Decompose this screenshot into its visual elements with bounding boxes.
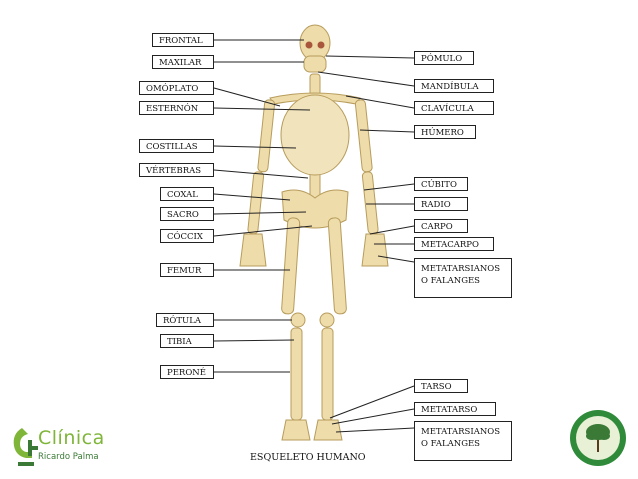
right-hand-shape bbox=[361, 233, 389, 267]
label-radio: RADIO bbox=[414, 197, 468, 211]
left-tibia-shape bbox=[290, 327, 303, 421]
diagram-caption: ESQUELETO HUMANO bbox=[250, 452, 366, 463]
label-coxal: COXAL bbox=[160, 187, 214, 201]
label-carpo: CARPO bbox=[414, 219, 468, 233]
right-femur-shape bbox=[327, 217, 347, 315]
label-frontal: FRONTAL bbox=[152, 33, 214, 47]
brand-name: Clínica bbox=[38, 427, 105, 449]
left-femur-shape bbox=[281, 217, 301, 315]
cross-icon bbox=[28, 440, 38, 456]
label-pomulo: PÓMULO bbox=[414, 51, 474, 65]
jaw-shape bbox=[303, 55, 327, 73]
right-forearm-shape bbox=[361, 171, 379, 235]
right-humerus-shape bbox=[354, 99, 373, 173]
label-tarso: TARSO bbox=[414, 379, 468, 393]
right-eye-socket bbox=[317, 41, 325, 49]
label-coccix: CÓCCIX bbox=[160, 229, 214, 243]
label-maxilar: MAXILAR bbox=[152, 55, 214, 69]
right-foot-shape bbox=[313, 419, 343, 441]
label-esternon: ESTERNÓN bbox=[139, 101, 214, 115]
logo-mark-icon bbox=[13, 428, 32, 458]
label-metatarso: METATARSO bbox=[414, 402, 496, 416]
label-metatarsianos-falanges-foot: METATARSIANOS O FALANGES bbox=[414, 421, 512, 461]
label-costillas: COSTILLAS bbox=[139, 139, 214, 153]
label-clavicula: CLAVÍCULA bbox=[414, 101, 494, 115]
label-femur: FEMUR bbox=[160, 263, 214, 277]
label-metacarpo: METACARPO bbox=[414, 237, 494, 251]
label-metatarsianos-falanges-hand: METATARSIANOS O FALANGES bbox=[414, 258, 512, 298]
left-forearm-shape bbox=[247, 171, 265, 235]
left-humerus-shape bbox=[257, 99, 276, 173]
label-mandibula: MANDÍBULA bbox=[414, 79, 494, 93]
label-rotula: RÓTULA bbox=[156, 313, 214, 327]
label-cubito: CÚBITO bbox=[414, 177, 468, 191]
right-patella-shape bbox=[319, 312, 335, 328]
label-omoplato: OMÓPLATO bbox=[139, 81, 214, 95]
label-humero: HÚMERO bbox=[414, 125, 476, 139]
university-seal-icon bbox=[570, 410, 626, 466]
ribcage-shape bbox=[280, 94, 350, 176]
label-vertebras: VÉRTEBRAS bbox=[139, 163, 214, 177]
label-tibia: TIBIA bbox=[160, 334, 214, 348]
label-perone: PERONÉ bbox=[160, 365, 214, 379]
left-patella-shape bbox=[290, 312, 306, 328]
leader-lines bbox=[213, 39, 415, 433]
brand-subtitle: Ricardo Palma bbox=[38, 452, 99, 462]
right-tibia-shape bbox=[321, 327, 334, 421]
label-sacro: SACRO bbox=[160, 207, 214, 221]
clinic-logo bbox=[13, 428, 38, 466]
left-hand-shape bbox=[239, 233, 267, 267]
left-eye-socket bbox=[305, 41, 313, 49]
left-foot-shape bbox=[281, 419, 311, 441]
